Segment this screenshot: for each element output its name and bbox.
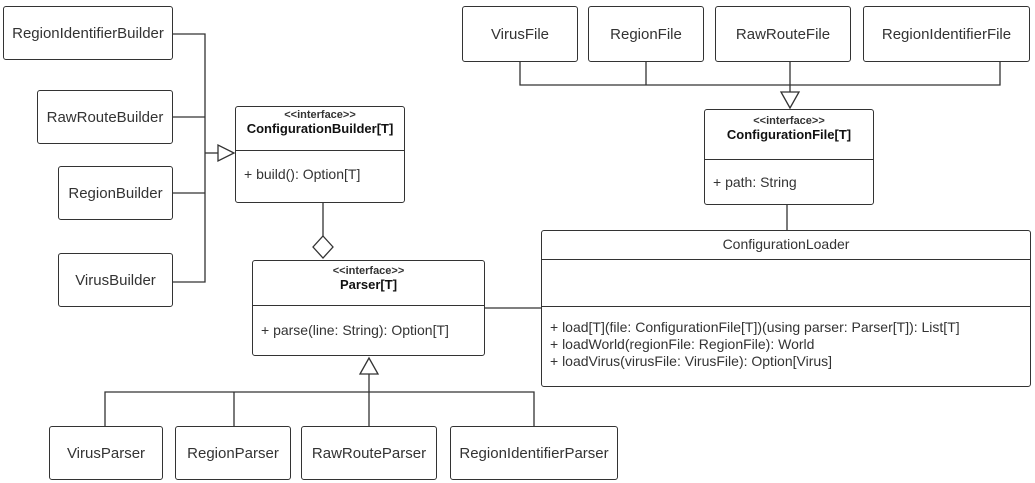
file-class-box[interactable]: RawRouteFile xyxy=(715,6,851,62)
builder-realization-line xyxy=(167,33,206,283)
realization-arrowhead xyxy=(779,91,801,110)
interface-members: + parse(line: String): Option[T] xyxy=(253,306,484,345)
interface-name: ConfigurationBuilder[T] xyxy=(246,121,394,136)
builder-class-box[interactable]: RawRouteBuilder xyxy=(37,90,173,144)
builder-class-box[interactable]: RegionIdentifierBuilder xyxy=(3,6,173,60)
attributes-compartment xyxy=(542,260,1030,307)
interface-members: + path: String xyxy=(705,160,873,197)
member: + path: String xyxy=(713,174,797,190)
interface-name: ConfigurationFile[T] xyxy=(726,127,852,142)
class-name: RegionFile xyxy=(610,25,682,43)
class-name: RegionBuilder xyxy=(68,184,163,202)
realization-arrowhead xyxy=(358,356,380,375)
file-class-box[interactable]: RegionIdentifierFile xyxy=(863,6,1030,62)
member: + parse(line: String): Option[T] xyxy=(261,322,449,338)
methods-compartment: + load[T](file: ConfigurationFile[T])(us… xyxy=(542,307,1030,370)
configuration-builder-interface[interactable]: <<interface>> ConfigurationBuilder[T] + … xyxy=(235,106,405,203)
interface-header: <<interface>> Parser[T] xyxy=(253,265,484,306)
method: + loadWorld(regionFile: RegionFile): Wor… xyxy=(550,336,815,352)
class-name: RawRouteParser xyxy=(311,444,427,462)
stereotype-label: <<interface>> xyxy=(332,265,405,277)
file-class-box[interactable]: RegionFile xyxy=(588,6,704,62)
interface-name: Parser[T] xyxy=(339,277,398,292)
parser-class-box[interactable]: RegionIdentifierParser xyxy=(450,426,618,480)
class-name: RegionParser xyxy=(187,444,279,462)
member: + build(): Option[T] xyxy=(244,166,361,182)
class-name: VirusParser xyxy=(66,444,146,462)
stereotype-label: <<interface>> xyxy=(284,109,356,121)
class-name: RegionIdentifierBuilder xyxy=(12,24,164,42)
aggregation-diamond xyxy=(312,235,334,259)
builder-class-box[interactable]: RegionBuilder xyxy=(58,166,173,220)
parser-interface[interactable]: <<interface>> Parser[T] + parse(line: St… xyxy=(252,260,485,356)
interface-header: <<interface>> ConfigurationFile[T] xyxy=(705,115,873,160)
class-name: RegionIdentifierParser xyxy=(459,444,609,462)
method: + loadVirus(virusFile: VirusFile): Optio… xyxy=(550,353,833,369)
class-name: VirusBuilder xyxy=(75,271,156,289)
configuration-file-interface[interactable]: <<interface>> ConfigurationFile[T] + pat… xyxy=(704,109,874,205)
class-name: RegionIdentifierFile xyxy=(881,25,1012,43)
file-class-box[interactable]: VirusFile xyxy=(462,6,578,62)
parser-class-box[interactable]: RegionParser xyxy=(175,426,291,480)
configuration-loader-class[interactable]: ConfigurationLoader + load[T](file: Conf… xyxy=(541,230,1031,387)
parser-realization-line xyxy=(104,391,535,427)
interface-header: <<interface>> ConfigurationBuilder[T] xyxy=(236,109,404,151)
class-name: RawRouteFile xyxy=(735,25,831,43)
class-name: RawRouteBuilder xyxy=(46,108,164,126)
parser-class-box[interactable]: RawRouteParser xyxy=(301,426,437,480)
file-realization-line xyxy=(519,62,1001,86)
parser-class-box[interactable]: VirusParser xyxy=(49,426,163,480)
realization-arrowhead xyxy=(217,143,236,163)
class-name: VirusFile xyxy=(490,25,550,43)
builder-class-box[interactable]: VirusBuilder xyxy=(58,253,173,307)
class-name: ConfigurationLoader xyxy=(542,231,1030,260)
stereotype-label: <<interface>> xyxy=(753,115,825,127)
method: + load[T](file: ConfigurationFile[T])(us… xyxy=(550,319,960,335)
interface-members: + build(): Option[T] xyxy=(236,151,404,189)
